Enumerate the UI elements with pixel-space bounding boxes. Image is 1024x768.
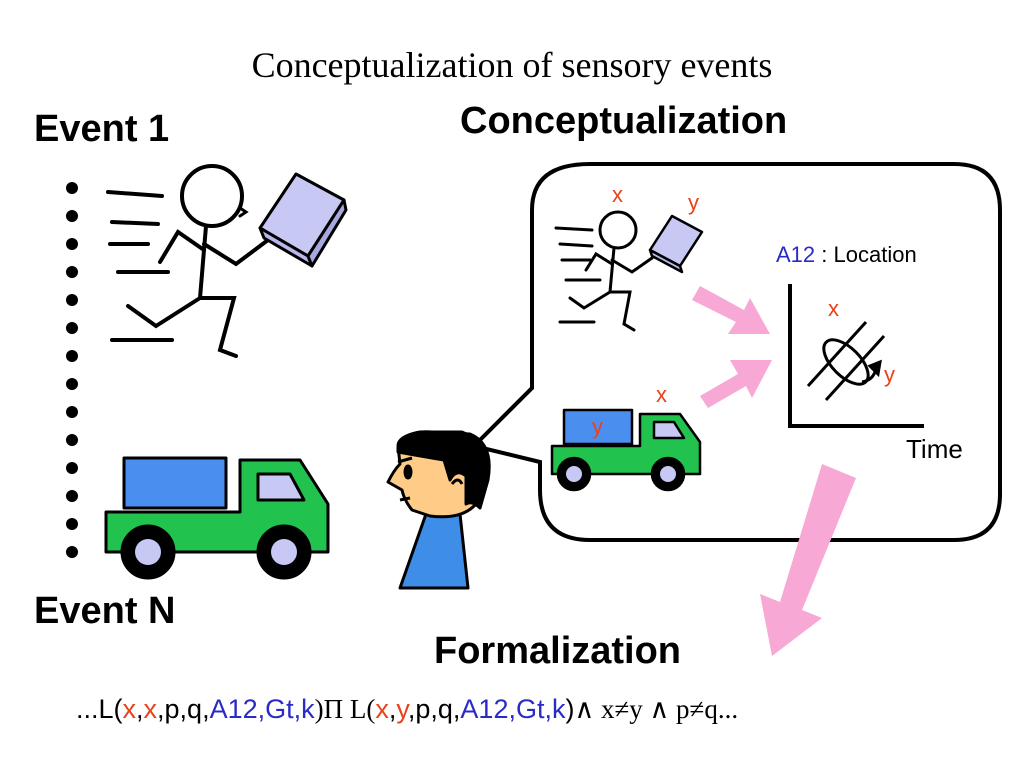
truck-label-x: x [656,382,667,407]
formula-predicate: A12,Gt,k [460,694,566,724]
formula-args: ,p,q, [407,694,461,724]
book-icon [258,172,348,268]
formula-operator: )Π L( [314,694,376,724]
pink-arrow-icon [760,464,856,656]
small-runner-icon [554,210,654,332]
formula-close: ) [565,694,575,724]
pink-arrow-icon [692,286,770,334]
formula-arg: x [122,694,137,724]
formula-arg: x [143,694,158,724]
truck-label-y: y [592,414,603,439]
event-sequence-dots [66,182,78,558]
runner-label-y: y [688,190,699,215]
formula-predicate: A12,Gt,k [209,694,315,724]
person-thinking-icon [386,430,491,590]
truck-icon [104,456,330,580]
predicate-name: A12 [776,242,816,267]
small-truck-icon [550,408,702,492]
runner-label-x: x [612,182,623,207]
small-book-icon [648,214,704,274]
conceptualization-heading: Conceptualization [460,100,788,142]
graph-label-y: y [884,362,895,387]
predicate-desc: : Location [821,242,917,267]
concept-bubble [470,162,1002,542]
runner-with-book-icon [106,164,270,358]
formula-comma: , [388,694,397,724]
graph-x-axis-label: Time [906,434,963,464]
graph-title: A12 : Location [776,242,917,268]
formal-expression: ...L(x,x,p,q,A12,Gt,k)Π L(x,y,p,q,A12,Gt… [76,694,738,725]
event-last-heading: Event N [34,590,176,632]
location-graph [788,284,924,428]
formula-args: ,p,q, [157,694,210,724]
relation-glyph [806,320,886,402]
graph-label-x: x [828,296,839,321]
formula-arg: x [375,694,389,724]
slide-title: Conceptualization of sensory events [251,45,773,85]
formalization-heading: Formalization [434,630,682,672]
formula-constraints: ∧ x≠y ∧ p≠q... [574,694,739,724]
pink-arrow-icon [700,360,772,408]
formula-arg: y [396,694,408,724]
formula-comma: , [136,694,144,724]
event-first-heading: Event 1 [34,108,170,150]
formula-prefix: ...L( [76,694,123,724]
